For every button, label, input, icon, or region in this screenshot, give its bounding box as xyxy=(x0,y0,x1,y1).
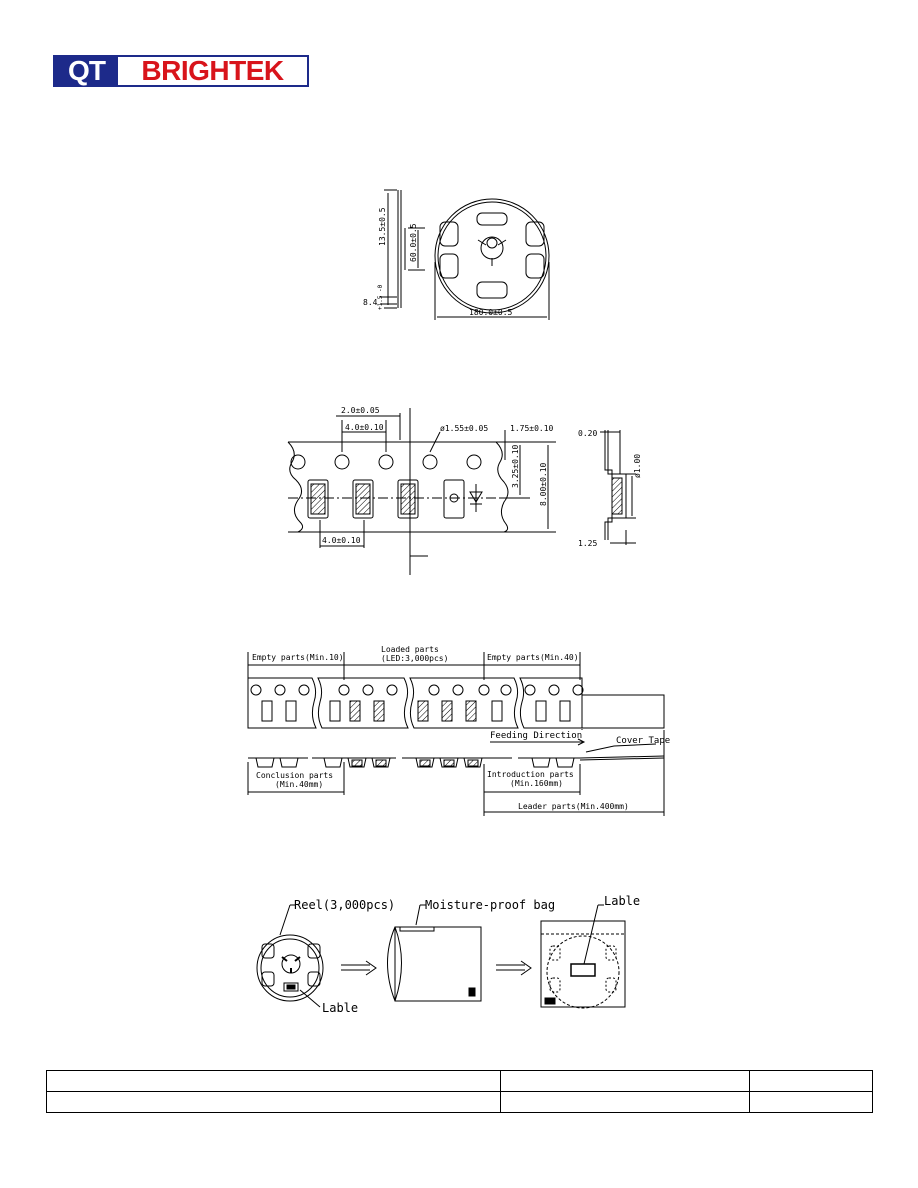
tape-dim-pitch: 4.0±0.10 xyxy=(345,423,384,432)
footer-cell xyxy=(501,1071,750,1091)
reel-dim-width: 8.4 xyxy=(363,298,378,307)
leader-loaded-parts xyxy=(349,700,479,767)
packing-label-bottom: Lable xyxy=(322,1001,358,1015)
packing-bag-label: Moisture-proof bag xyxy=(425,898,555,912)
footer-cell xyxy=(47,1092,501,1112)
footer-row xyxy=(47,1091,872,1112)
leader-loaded-line1: Loaded parts xyxy=(381,645,439,654)
packing-reel-label: Reel(3,000pcs) xyxy=(294,898,395,912)
tape-drawing xyxy=(287,408,636,575)
leader-empty-top-right: Empty parts(Min.40) xyxy=(487,653,579,662)
leader-empty-top-left: Empty parts(Min.10) xyxy=(252,653,344,662)
footer-table xyxy=(46,1070,873,1113)
footer-cell xyxy=(501,1092,750,1112)
leader-drawing xyxy=(247,652,665,816)
reel-dim-diameter: 180.0±0.5 xyxy=(469,308,513,317)
reel-dim-height: 13.5±0.5 xyxy=(378,207,387,246)
leader-cover-tape: Cover Tape xyxy=(616,736,670,746)
leader-conclusion-line1: Conclusion parts xyxy=(256,771,333,780)
leader-intro-line2: (Min.160mm) xyxy=(510,779,563,788)
logo-qt: QT xyxy=(55,57,118,85)
reel-dim-hub: 60.0±0.5 xyxy=(409,223,418,262)
leader-intro-line1: Introduction parts xyxy=(487,770,574,779)
footer-cell xyxy=(750,1092,872,1112)
leader-loaded-line2: (LED:3,000pcs) xyxy=(381,654,448,663)
leader-leader-parts: Leader parts(Min.400mm) xyxy=(518,802,629,811)
packing-drawing xyxy=(256,904,626,1009)
packing-label-top: Lable xyxy=(604,894,640,908)
footer-cell xyxy=(47,1071,501,1091)
footer-cell xyxy=(750,1071,872,1091)
tape-dim-width: 8.00±0.10 xyxy=(539,462,548,506)
tape-dim-depth: 1.25 xyxy=(578,539,597,548)
tape-dim-pocket-pitch: 4.0±0.10 xyxy=(322,536,361,545)
tape-dim-edge: 1.75±0.10 xyxy=(510,424,554,433)
tape-dim-thickness: 0.20 xyxy=(578,429,597,438)
tape-dim-hole: ø1.55±0.05 xyxy=(440,424,488,433)
logo-brand: BRIGHTEK xyxy=(118,57,307,85)
tape-dim-pocket-hole: ø1.00 xyxy=(633,454,642,478)
tape-dim-center: 3.25±0.10 xyxy=(511,444,520,488)
footer-row xyxy=(47,1071,872,1091)
company-logo: QT BRIGHTEK xyxy=(53,55,309,87)
tape-pocket-hatches xyxy=(310,483,416,515)
reel-drawing xyxy=(380,189,550,320)
leader-conclusion-line2: (Min.40mm) xyxy=(275,780,323,789)
tape-dim-pitch-half: 2.0±0.05 xyxy=(341,406,380,415)
leader-feeding-direction: Feeding Direction xyxy=(490,731,582,741)
reel-dim-width-tol: +1.5 -0 xyxy=(377,284,384,310)
